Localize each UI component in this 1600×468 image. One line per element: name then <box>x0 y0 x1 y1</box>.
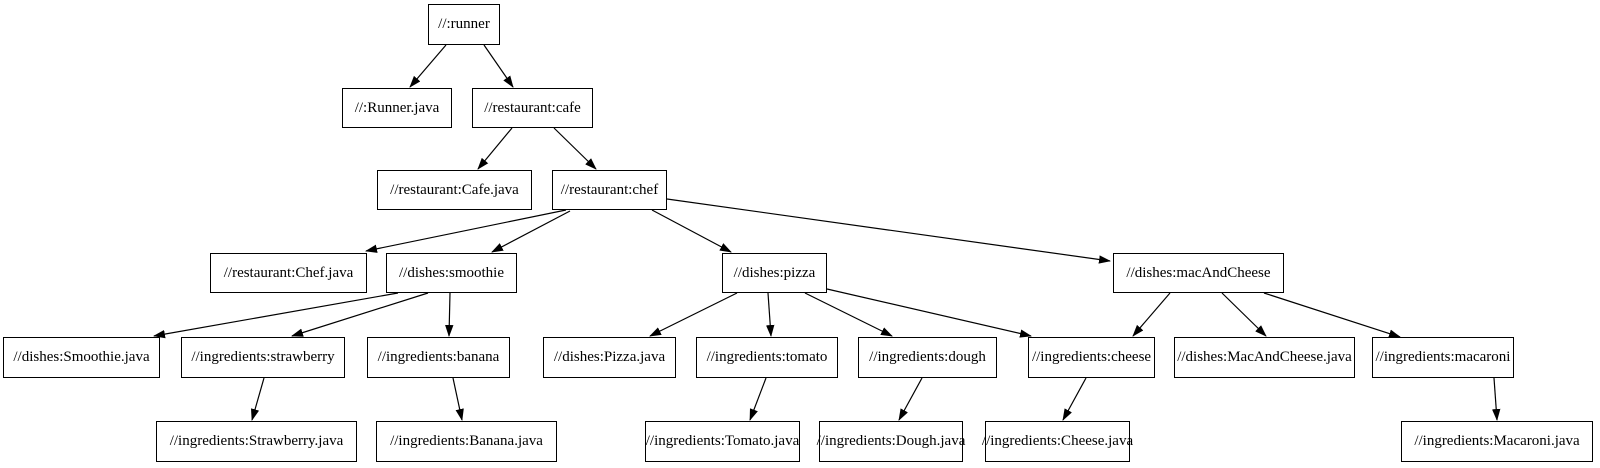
edge-chef-mac_and_cheese <box>666 198 1111 264</box>
edge-mac_and_cheese-macaroni <box>1263 292 1401 338</box>
edge-smoothie-strawberry <box>291 292 429 337</box>
edge-dough-dough_java <box>898 377 923 421</box>
node-smoothie: //dishes:smoothie <box>386 253 517 293</box>
node-banana: //ingredients:banana <box>367 337 510 378</box>
node-tomato: //ingredients:tomato <box>696 337 838 378</box>
edge-smoothie-smoothie_java <box>153 292 399 339</box>
node-cheese: //ingredients:cheese <box>1028 337 1155 378</box>
node-chef: //restaurant:chef <box>552 170 667 210</box>
node-cafe-java: //restaurant:Cafe.java <box>377 170 532 210</box>
edge-pizza-tomato <box>766 292 775 337</box>
edge-runner-cafe <box>483 44 514 88</box>
edge-tomato-tomato_java <box>749 377 767 421</box>
node-tomato-java: //ingredients:Tomato.java <box>645 421 800 462</box>
node-cheese-java: //ingredients:Cheese.java <box>982 421 1133 462</box>
node-pizza: //dishes:pizza <box>722 253 827 293</box>
edge-strawberry-strawberry_java <box>250 377 265 421</box>
edge-macaroni-macaroni_java <box>1492 377 1501 421</box>
node-strawberry: //ingredients:strawberry <box>181 337 345 378</box>
edge-cafe-cafe_java <box>477 127 513 170</box>
edge-mac_and_cheese-cheese <box>1132 292 1171 337</box>
edge-chef-pizza <box>651 209 732 253</box>
edge-chef-chef_java <box>365 209 567 253</box>
node-macaroni: //ingredients:macaroni <box>1372 337 1514 378</box>
node-macaroni-java: //ingredients:Macaroni.java <box>1401 421 1593 462</box>
node-mac-and-cheese: //dishes:macAndCheese <box>1113 253 1284 293</box>
edge-smoothie-banana <box>445 292 454 337</box>
edge-pizza-cheese <box>826 288 1032 338</box>
edge-pizza-pizza_java <box>649 292 738 337</box>
node-smoothie-java: //dishes:Smoothie.java <box>3 337 160 378</box>
node-runner: //:runner <box>428 4 500 45</box>
node-pizza-java: //dishes:Pizza.java <box>543 337 676 378</box>
node-mac-and-cheese-java: //dishes:MacAndCheese.java <box>1174 337 1355 378</box>
edge-banana-banana_java <box>452 377 464 421</box>
node-chef-java: //restaurant:Chef.java <box>210 253 367 293</box>
node-banana-java: //ingredients:Banana.java <box>376 421 557 462</box>
edge-pizza-dough <box>804 292 893 337</box>
node-strawberry-java: //ingredients:Strawberry.java <box>156 421 357 462</box>
node-dough-java: //ingredients:Dough.java <box>817 421 965 462</box>
edge-chef-smoothie <box>491 210 571 253</box>
edge-cafe-chef <box>553 127 597 170</box>
edge-runner-runner_java <box>409 44 447 88</box>
node-runner-java: //:Runner.java <box>342 88 452 128</box>
node-cafe: //restaurant:cafe <box>472 88 593 128</box>
edge-mac_and_cheese-mac_and_cheese_java <box>1221 292 1267 337</box>
node-dough: //ingredients:dough <box>858 337 997 378</box>
edge-cheese-cheese_java <box>1062 377 1087 421</box>
